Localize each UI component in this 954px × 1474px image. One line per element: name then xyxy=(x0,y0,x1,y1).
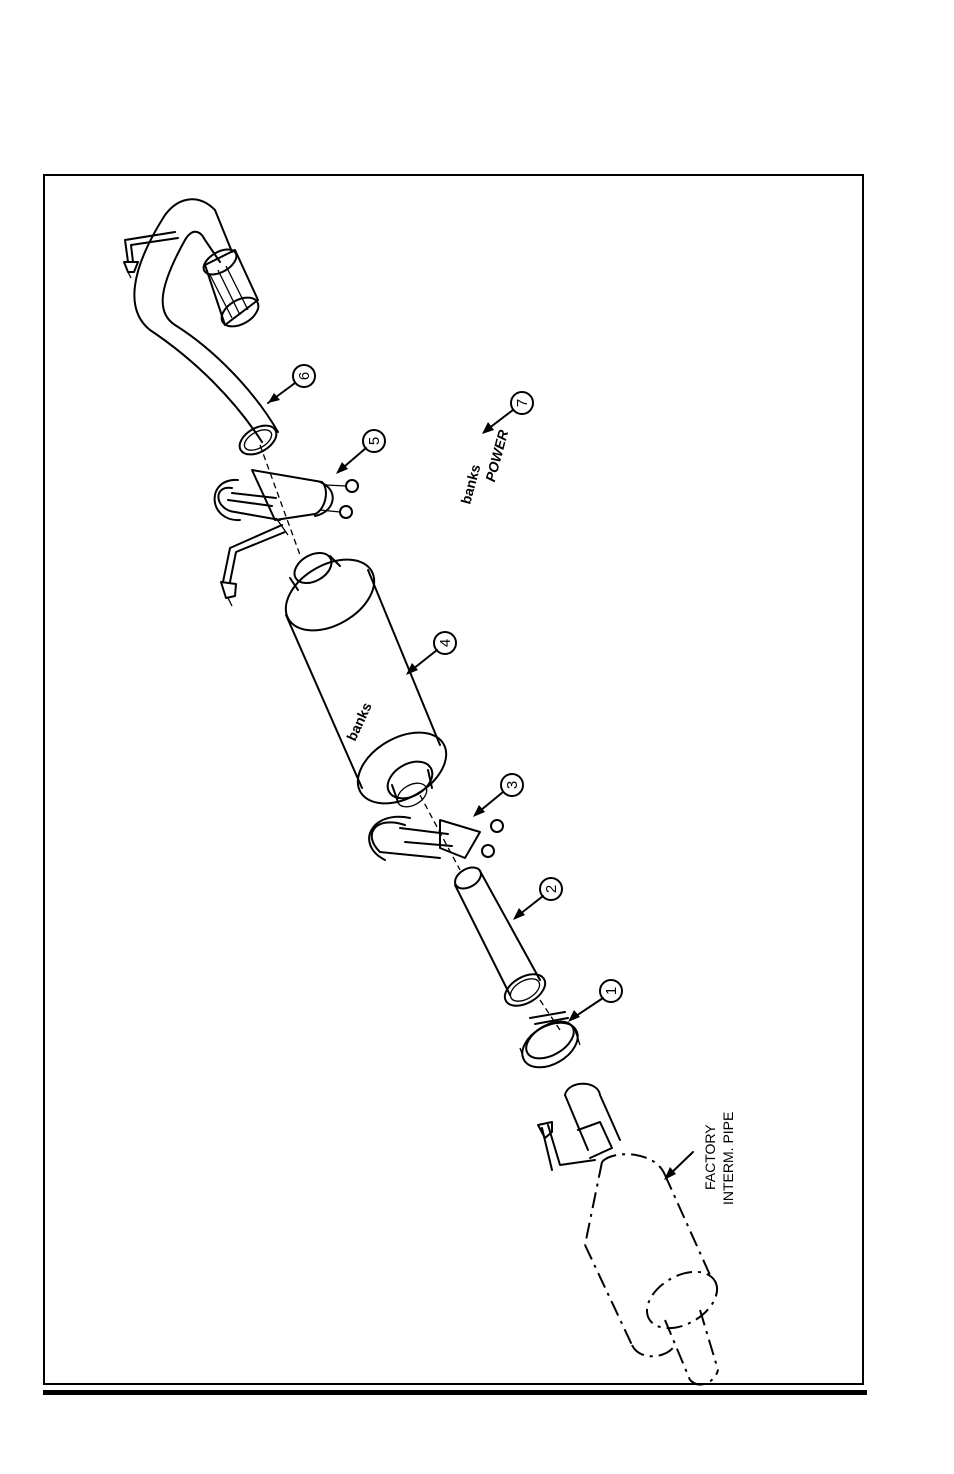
banks-power-logo: banks POWER xyxy=(457,423,511,511)
callout-3: 3 xyxy=(501,774,523,796)
assembly-centerline xyxy=(260,445,560,1030)
callout-6: 6 xyxy=(293,365,315,387)
muffler-brand: banks xyxy=(343,700,375,744)
callout-2: 2 xyxy=(540,878,562,900)
callout-7-label: 7 xyxy=(514,399,531,407)
callout-1: 1 xyxy=(600,980,622,1002)
tailpipe-6 xyxy=(124,199,281,460)
clamp-5 xyxy=(215,470,358,606)
callout-7: 7 xyxy=(511,392,533,414)
callout-6-label: 6 xyxy=(296,372,313,380)
muffler-4: banks xyxy=(273,545,458,818)
factory-label-line1: FACTORY xyxy=(702,1124,718,1190)
clamp-3 xyxy=(369,817,503,860)
callout-2-label: 2 xyxy=(543,885,560,893)
band-clamp-1 xyxy=(515,1012,586,1076)
logo-sub-text: POWER xyxy=(482,427,511,483)
callout-3-label: 3 xyxy=(504,781,521,789)
factory-label-line2: INTERM. PIPE xyxy=(720,1112,736,1205)
callout-5-label: 5 xyxy=(366,437,383,445)
logo-main-text: banks xyxy=(457,462,483,505)
factory-pipe xyxy=(538,1084,727,1385)
callout-1-label: 1 xyxy=(603,987,620,995)
callout-4: 4 xyxy=(434,632,456,654)
callout-4-label: 4 xyxy=(437,639,454,647)
pipe-2 xyxy=(451,863,550,1012)
callout-5: 5 xyxy=(363,430,385,452)
